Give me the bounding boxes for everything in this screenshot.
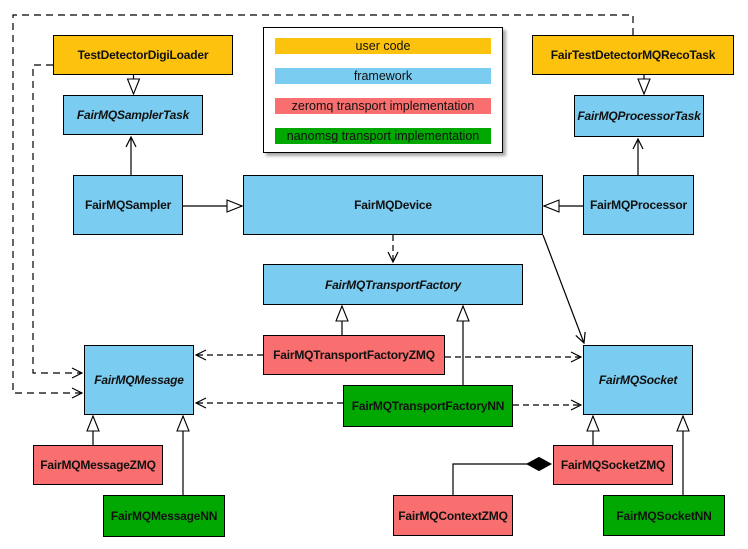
edge-contextzmq-socketzmq-composition [452,464,551,495]
node-test-detector-digi-loader: TestDetectorDigiLoader [53,35,233,75]
node-fairmq-processor-task: FairMQProcessorTask [574,95,704,137]
node-fairmq-device: FairMQDevice [243,175,543,235]
node-fairmq-transport-factory-nn: FairMQTransportFactoryNN [343,385,513,427]
node-fairmq-transport-factory-zmq: FairMQTransportFactoryZMQ [263,335,445,375]
legend-item-zeromq: zeromq transport implementation [275,98,491,114]
node-fairmq-sampler: FairMQSampler [73,175,183,235]
node-fairmq-socket: FairMQSocket [583,345,693,415]
node-fairmq-transport-factory: FairMQTransportFactory [263,264,523,305]
node-fairmq-message: FairMQMessage [84,345,194,415]
legend-item-nanomsg: nanomsg transport implementation [275,128,491,144]
node-fairmq-socket-nn: FairMQSocketNN [603,495,725,536]
node-fairmq-processor: FairMQProcessor [583,175,694,235]
legend: user code framework zeromq transport imp… [263,27,503,153]
node-fairmq-socket-zmq: FairMQSocketZMQ [553,445,673,485]
edge-device-socket-association [542,234,584,343]
edge-digiloader-message-dependency [32,64,82,373]
node-fairmq-context-zmq: FairMQContextZMQ [393,495,513,536]
legend-item-framework: framework [275,68,491,84]
edge-recotask-message-dependency [12,14,634,393]
node-fair-test-detector-mq-reco-task: FairTestDetectorMQRecoTask [532,35,734,75]
node-fairmq-message-nn: FairMQMessageNN [103,495,225,537]
legend-item-user-code: user code [275,38,491,54]
node-fairmq-sampler-task: FairMQSamplerTask [63,95,203,135]
node-fairmq-message-zmq: FairMQMessageZMQ [33,445,163,485]
